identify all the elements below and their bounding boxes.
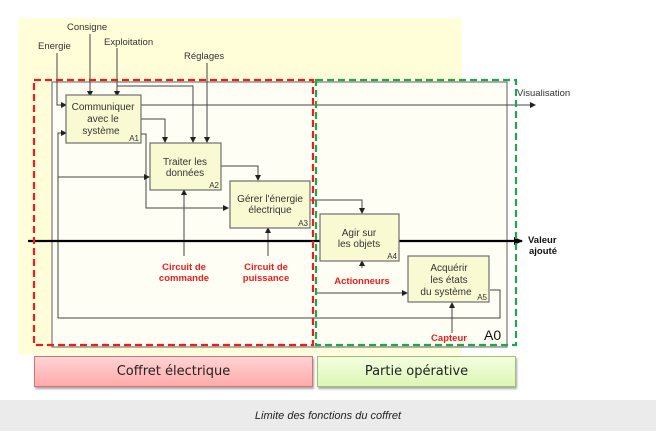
svg-text:système: système [82, 126, 120, 137]
function-box-a1: Communiquer avec le système A1 [65, 94, 142, 144]
svg-text:données: données [166, 168, 204, 179]
svg-text:A5: A5 [477, 293, 487, 302]
arrow-a2-to-a3 [221, 165, 261, 181]
input-label-exploitation: Exploitation [104, 37, 153, 48]
svg-text:Traiter les: Traiter les [163, 157, 207, 168]
svg-text:A3: A3 [298, 219, 308, 228]
svg-text:les états: les états [430, 275, 467, 286]
input-label-consigne: Consigne [67, 22, 107, 33]
arrow-exploitation-to-a2 [117, 85, 196, 143]
arrow-energie [56, 53, 67, 108]
arrow-a1-to-a2 [141, 118, 168, 143]
mechanism-circuit-puissance-line2: puissance [243, 273, 289, 284]
arrow-a1-to-a3 [141, 133, 229, 211]
mechanism-circuit-puissance-line1: Circuit de [244, 262, 288, 273]
svg-text:Gérer l'énergie: Gérer l'énergie [237, 194, 303, 205]
svg-text:les objets: les objets [338, 239, 380, 250]
function-box-a2: Traiter les données A2 [149, 142, 222, 191]
function-box-a3: Gérer l'énergie électrique A3 [229, 180, 311, 229]
output-label-valeur: Valeur [528, 235, 557, 246]
svg-text:Agir sur: Agir sur [342, 228, 377, 239]
svg-text:Acquérir: Acquérir [430, 263, 468, 274]
legend-partie-operative: Partie opérative [317, 356, 516, 387]
mechanism-circuit-commande-line1: Circuit de [162, 262, 206, 273]
partie-operative-boundary [314, 78, 518, 347]
input-label-reglages: Réglages [184, 51, 224, 62]
input-label-energie: Energie [38, 41, 71, 52]
svg-text:A1: A1 [129, 134, 139, 143]
coffret-boundary [32, 78, 315, 347]
mechanism-actionneurs: Actionneurs [334, 276, 389, 287]
arrow-a3-to-a4 [310, 199, 365, 214]
feedback-loop-a5 [58, 289, 501, 319]
output-label-ajoute: ajouté [529, 246, 557, 257]
figure-caption: Limite des fonctions du coffret [0, 400, 656, 431]
function-box-a4: Agir sur les objets A4 [319, 213, 400, 262]
legend-coffret-electrique: Coffret électrique [34, 356, 313, 387]
svg-text:électrique: électrique [248, 205, 292, 216]
output-label-visualisation: Visualisation [517, 88, 570, 99]
svg-text:avec le: avec le [87, 114, 119, 125]
context-id-a0: A0 [484, 327, 501, 343]
arrow-feedback-a1 [57, 130, 67, 318]
svg-text:A2: A2 [209, 181, 219, 190]
svg-text:Communiquer: Communiquer [72, 102, 135, 113]
svg-text:A4: A4 [387, 252, 397, 261]
mechanism-circuit-commande-line2: commande [159, 273, 209, 284]
function-box-a5: Acquérir les états du système A5 [407, 255, 490, 303]
svg-text:du système: du système [420, 287, 472, 298]
mechanism-capteur: Capteur [431, 333, 467, 344]
